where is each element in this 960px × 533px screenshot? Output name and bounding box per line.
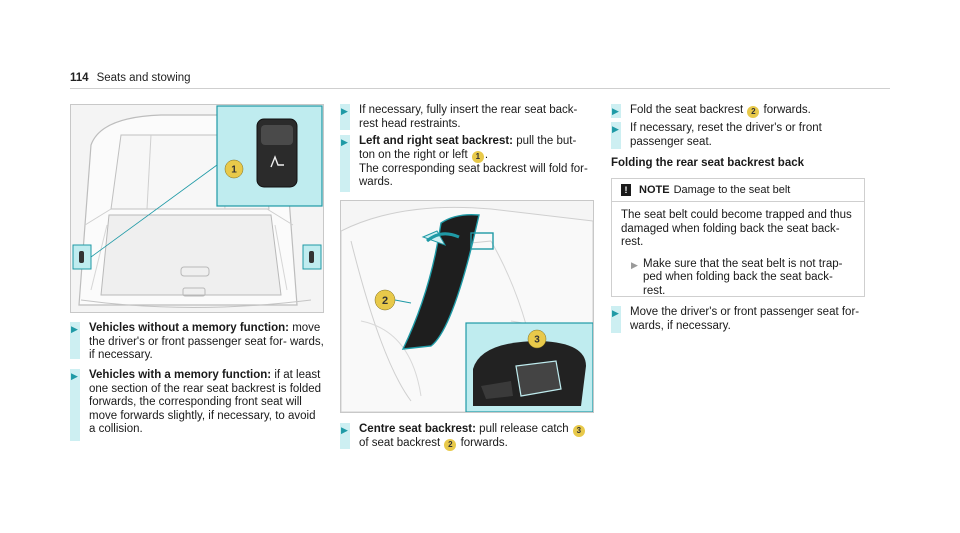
header-divider [70,88,890,89]
trunk-illustration: 1 [71,105,323,312]
note-step-text: Make sure that the seat belt is not trap… [643,257,843,297]
callout-2-badge: 2 [747,106,760,118]
warning-icon: ! [621,184,631,196]
note-step: ▶ Make sure that the seat belt is not tr… [621,258,855,299]
step-text: forwards. [760,104,811,116]
step-arrow-icon: ▶ [341,425,348,435]
step-arrow-icon: ▶ [341,106,348,116]
section-title: Seats and stowing [96,72,191,84]
step-head-restraints: ▶ If necessary, fully insert the rear se… [340,104,595,130]
step-bar [340,104,350,130]
note-body: The seat belt could become trapped and t… [612,202,864,305]
step-text: pull the but- ton on the right or left [359,135,577,161]
note-label: NOTE [639,184,670,196]
step-bar [340,135,350,192]
section-heading: Folding the rear seat backrest back [611,157,805,169]
callout-3-badge: 3 [572,425,585,437]
step-bar [340,423,350,449]
step-text: If necessary, reset the driver's or fron… [630,122,822,148]
step-arrow-icon: ▶ [631,259,638,270]
step-bar [70,369,80,441]
note-header: ! NOTE Damage to the seat belt [612,179,864,202]
step-move-seat-forwards: ▶ Move the driver's or front passenger s… [611,306,866,333]
step-centre-backrest: ▶ Centre seat backrest: pull release cat… [340,423,595,451]
step-text: forwards. [457,437,508,449]
callout-1-badge: 1 [471,150,484,163]
step-reset-seat: ▶ If necessary, reset the driver's or fr… [611,122,866,149]
step-bar [70,322,80,359]
rear-seat-figure: 2 3 [340,200,594,413]
step-memory: ▶ Vehicles with a memory function: if at… [70,369,325,441]
step-arrow-icon: ▶ [612,124,619,134]
step-arrow-icon: ▶ [612,308,619,318]
step-label: Vehicles with a memory function: [89,369,272,381]
page-number: 114 [70,72,89,84]
step-text: move the driver's or front passenger sea… [89,322,324,361]
rear-seat-illustration: 2 3 [341,201,593,412]
callout-2-badge: 2 [444,439,457,451]
step-result-text: The corresponding seat backrest will fol… [359,162,588,189]
step-text: Move the driver's or front passenger sea… [630,306,860,332]
step-text: if at least one section of the rear seat… [89,369,322,435]
step-left-right-backrest: ▶ Left and right seat backrest: pull the… [340,135,595,192]
step-text: Fold the seat backrest [630,104,747,116]
trunk-figure: 1 [70,104,324,313]
page-header: 114 Seats and stowing [70,72,191,84]
step-no-memory: ▶ Vehicles without a memory function: mo… [70,322,325,361]
step-fold-backrest: ▶ Fold the seat backrest 2 forwards. [611,104,866,118]
callout-2: 2 [382,295,388,307]
step-bar [611,104,621,118]
step-label: Centre seat backrest: [359,423,476,435]
step-text: of seat backrest [359,437,444,449]
step-text: . [484,148,489,161]
step-bar [611,122,621,149]
note-text: The seat belt could become trapped and t… [621,209,852,248]
step-label: Vehicles without a memory function: [89,322,290,334]
step-arrow-icon: ▶ [71,371,78,381]
callout-1: 1 [231,165,237,176]
step-text: pull release catch [475,423,572,435]
step-label: Left and right seat backrest: [359,135,514,147]
step-arrow-icon: ▶ [612,106,619,116]
note-title: Damage to the seat belt [673,184,791,196]
step-bar [611,306,621,333]
callout-3: 3 [534,335,540,346]
step-arrow-icon: ▶ [341,137,348,147]
step-arrow-icon: ▶ [71,324,78,334]
note-box: ! NOTE Damage to the seat belt The seat … [611,178,865,297]
step-text: If necessary, fully insert the rear seat… [359,104,578,130]
